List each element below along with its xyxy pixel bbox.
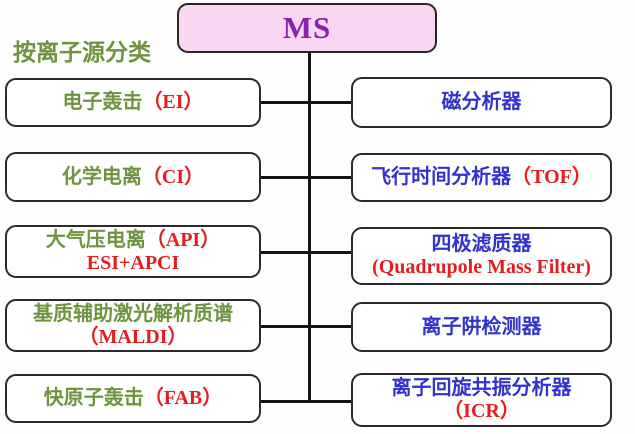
node-label: 化学电离: [61, 165, 142, 188]
node-line: 电子轰击（EI）: [62, 91, 203, 114]
node-magnetic-analyzer: 磁分析器: [351, 77, 612, 128]
node-label: 飞行时间分析器: [371, 166, 512, 188]
node-label: 电子轰击: [62, 91, 143, 113]
node-label: 四极滤质器: [431, 233, 532, 255]
node-line: 离子回旋共振分析器: [392, 377, 572, 400]
row3-connector-line: [261, 251, 353, 254]
row2-connector-line: [261, 176, 353, 179]
node-code: （CI）: [141, 165, 205, 188]
node-line: 化学电离（CI）: [62, 166, 204, 189]
node-label: 磁分析器: [441, 91, 522, 113]
node-quadrupole-mass-filter: 四极滤质器 (Quadrupole Mass Filter): [351, 227, 612, 285]
node-subline: （MALDI）: [78, 325, 188, 348]
node-label: 快原子轰击: [43, 387, 144, 409]
node-atmospheric-pressure-ionization: 大气压电离（API） ESI+APCI: [5, 225, 261, 278]
node-line: 大气压电离（API）: [46, 229, 220, 252]
node-subline: （ICR）: [443, 400, 520, 422]
row5-connector-line: [261, 400, 353, 403]
node-code: （TOF）: [511, 166, 592, 188]
node-subline: (Quadrupole Mass Filter): [372, 256, 591, 278]
node-ion-cyclotron-resonance: 离子回旋共振分析器 （ICR）: [351, 373, 612, 427]
row1-connector-line: [261, 101, 353, 104]
node-ion-trap-detector: 离子阱检测器: [351, 302, 612, 352]
root-node-ms: MS: [177, 3, 437, 53]
node-line: 磁分析器: [442, 91, 522, 114]
node-line: 基质辅助激光解析质谱: [33, 303, 233, 326]
row4-connector-line: [261, 325, 353, 328]
node-line: 离子阱检测器: [422, 316, 542, 339]
node-maldi: 基质辅助激光解析质谱 （MALDI）: [5, 299, 261, 352]
node-code: （FAB）: [143, 387, 223, 409]
trunk-connector-line: [308, 53, 311, 403]
node-time-of-flight: 飞行时间分析器（TOF）: [351, 153, 612, 202]
node-chemical-ionization: 化学电离（CI）: [5, 152, 261, 202]
node-line: 四极滤质器: [432, 233, 532, 256]
root-node-label: MS: [282, 10, 332, 45]
node-line: 快原子轰击（FAB）: [44, 387, 223, 410]
node-code: （API）: [145, 228, 221, 251]
node-line: 飞行时间分析器（TOF）: [371, 166, 592, 189]
node-electron-impact: 电子轰击（EI）: [5, 78, 261, 127]
node-subline: ESI+APCI: [86, 251, 180, 274]
node-code: （EI）: [142, 91, 204, 113]
diagram-heading: 按离子源分类: [13, 39, 151, 65]
node-label: 基质辅助激光解析质谱: [33, 302, 233, 325]
node-fast-atom-bombardment: 快原子轰击（FAB）: [5, 374, 261, 423]
node-label: 大气压电离: [45, 228, 146, 251]
node-label: 离子回旋共振分析器: [391, 377, 572, 399]
node-label: 离子阱检测器: [421, 315, 542, 338]
